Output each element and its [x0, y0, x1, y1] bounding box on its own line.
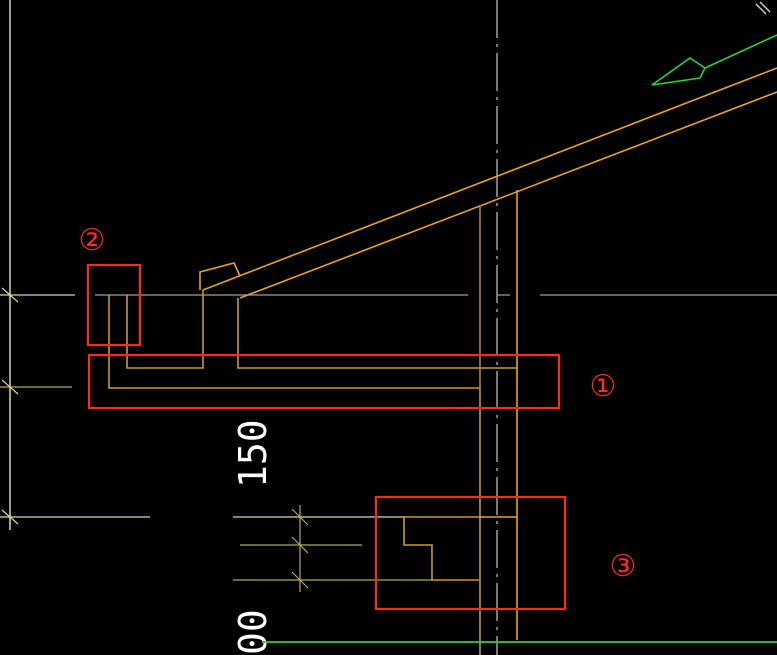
callout-label-3: ③: [610, 549, 637, 584]
gutter-section: [108, 290, 517, 655]
sloped-roof-slab: [202, 67, 777, 299]
callout-box-2[interactable]: [86, 263, 142, 347]
callout-label-2: ②: [79, 223, 106, 258]
callout-box-1[interactable]: [87, 353, 561, 410]
beam-verticals: [479, 190, 518, 640]
parapet-cap: [199, 262, 241, 290]
callout-label-1: ①: [590, 369, 617, 404]
dimension-text-150: 150: [231, 419, 275, 488]
step-detail: [403, 516, 517, 581]
green-direction-arrow: [651, 34, 777, 86]
dimension-text-bottom: 00: [231, 609, 275, 655]
callout-box-3[interactable]: [374, 495, 567, 611]
label-fragment-top-right: [755, 1, 771, 15]
left-extension-lines: [0, 287, 150, 525]
